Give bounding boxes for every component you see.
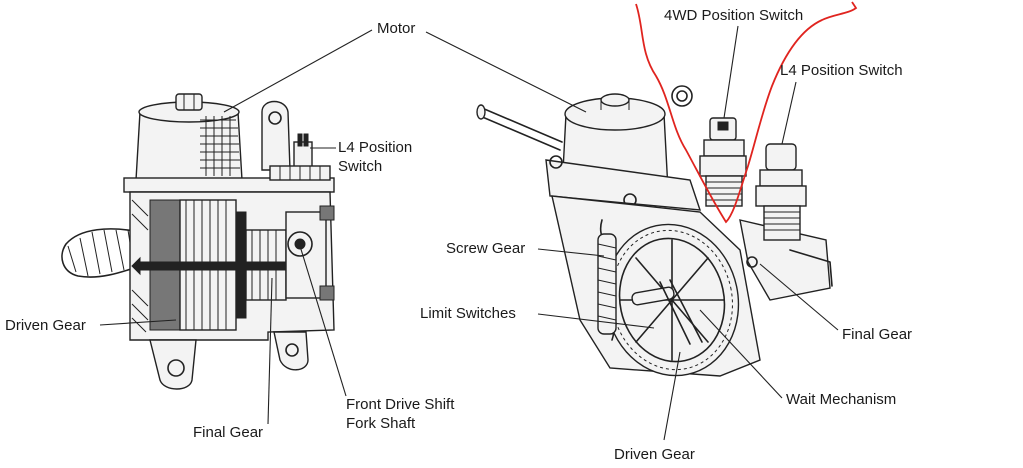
label-final-gear-left: Final Gear bbox=[193, 424, 264, 441]
label-4wd-position-switch: 4WD Position Switch bbox=[664, 7, 804, 24]
label-l4-position-switch-right: L4 Position Switch bbox=[780, 62, 903, 79]
label-front-drive-line2: Fork Shaft bbox=[346, 415, 416, 432]
label-motor: Motor bbox=[377, 20, 416, 37]
label-driven-gear-left: Driven Gear bbox=[5, 317, 86, 334]
label-screw-gear: Screw Gear bbox=[446, 240, 526, 257]
label-wait-mechanism: Wait Mechanism bbox=[786, 391, 897, 408]
label-l4-switch-left-line1: L4 Position bbox=[338, 139, 413, 156]
left-actuator-cutaway bbox=[61, 93, 335, 390]
label-limit-switches: Limit Switches bbox=[420, 305, 516, 322]
right-actuator-view bbox=[476, 85, 833, 377]
label-front-drive-line1: Front Drive Shift bbox=[346, 396, 455, 413]
label-final-gear-right: Final Gear bbox=[842, 326, 913, 343]
leader-lines bbox=[99, 25, 839, 441]
highlight-outline bbox=[635, 1, 858, 224]
label-l4-switch-left-line2: Switch bbox=[338, 158, 383, 175]
label-driven-gear-right: Driven Gear bbox=[614, 446, 695, 463]
